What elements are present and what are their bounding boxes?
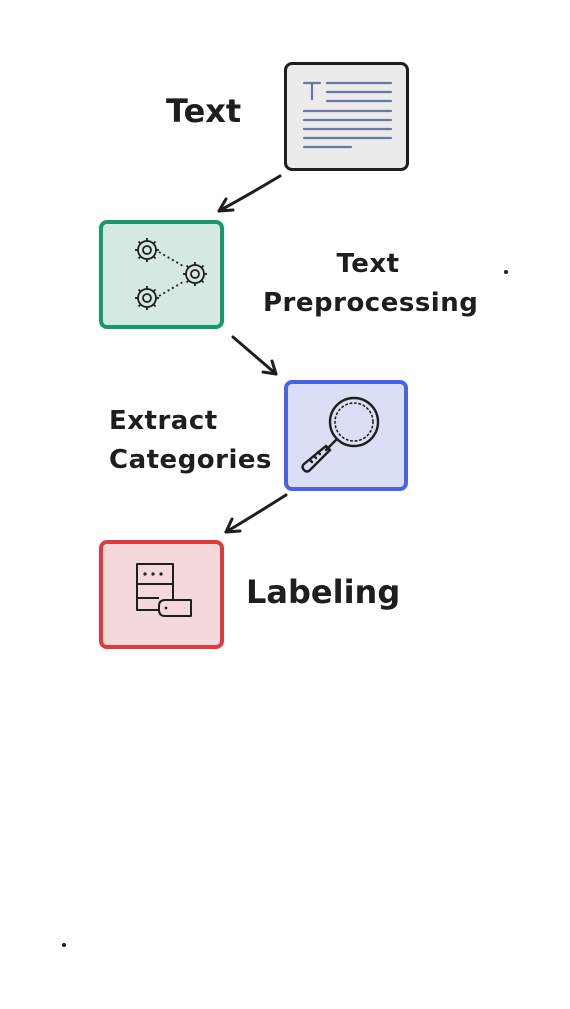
node-text[interactable] (284, 62, 409, 171)
stray-dot (62, 943, 66, 947)
node-label-preprocessing-line-1: Text (336, 249, 400, 279)
node-extract[interactable] (284, 380, 408, 491)
node-label-preprocessing: Text Preprocessing (263, 245, 479, 323)
node-label-extract: Extract Categories (109, 402, 272, 480)
node-label-extract-line-1: Extract (109, 406, 218, 436)
arrow-text-to-preprocessing (217, 174, 282, 213)
node-label-labeling: Labeling (246, 573, 401, 611)
arrow-preprocessing-to-extract (231, 335, 278, 376)
node-label-preprocessing-line-2: Preprocessing (263, 288, 479, 318)
tag-list-icon (136, 563, 192, 617)
node-preprocessing[interactable] (99, 220, 224, 329)
gears-icon (135, 238, 207, 310)
document-icon (302, 81, 393, 149)
stray-dot (504, 270, 508, 274)
node-label-extract-line-2: Categories (109, 445, 273, 475)
magnifier-icon (301, 396, 380, 473)
node-label-text: Text (166, 92, 242, 130)
arrow-extract-to-labeling (224, 493, 288, 534)
node-labeling[interactable] (99, 540, 224, 649)
